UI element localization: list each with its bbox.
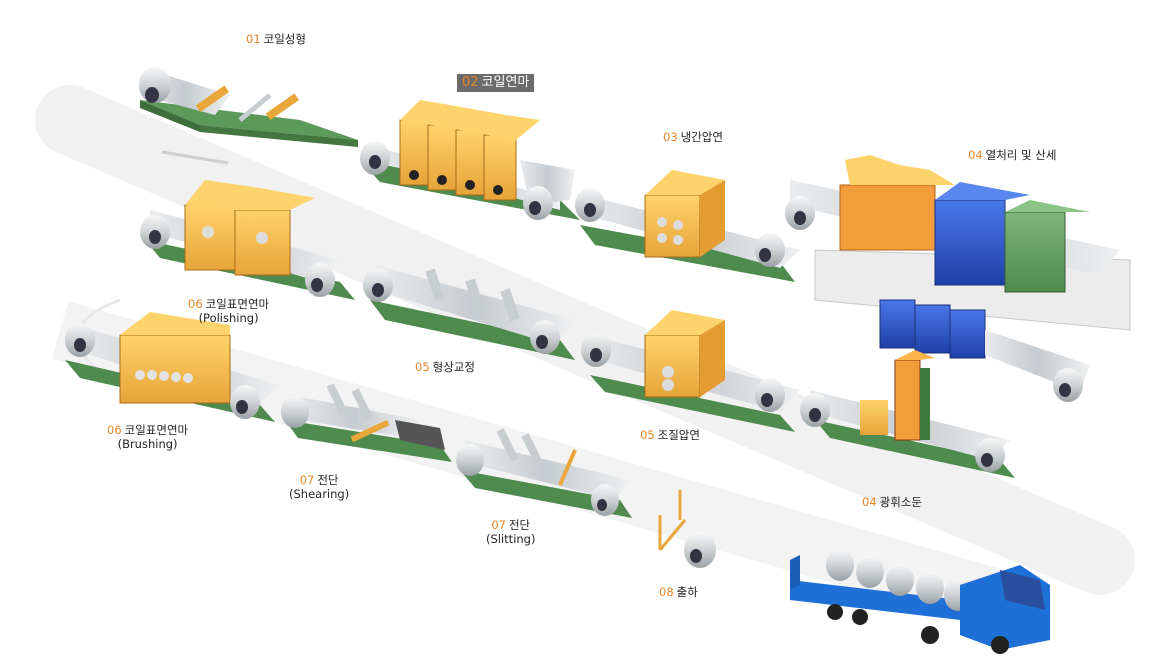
machine-coil-grinding — [360, 100, 580, 220]
machine-heat-treatment — [785, 155, 1130, 402]
machine-cold-rolling — [575, 170, 800, 282]
